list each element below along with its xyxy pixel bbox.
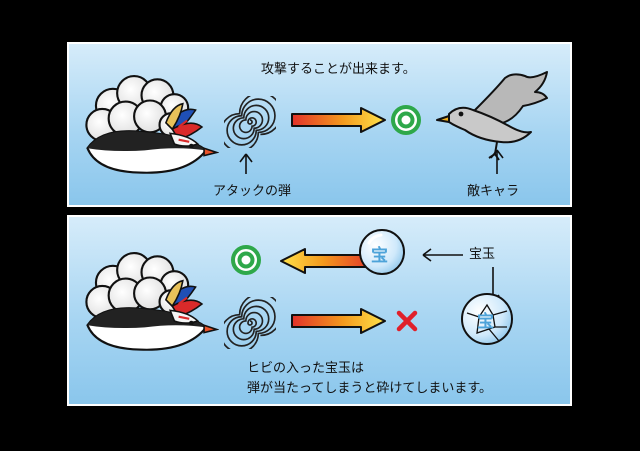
gem-orb-icon [359, 229, 405, 275]
spiral-bullet-icon [224, 96, 276, 148]
pointer-up-arrow-icon [490, 149, 504, 174]
circle-ok-icon [391, 105, 421, 135]
gem-glyph: 宝 [371, 246, 388, 266]
gem-panel: 宝 宝玉 宝 ヒビの入った宝玉は 弾が当たってしまうと砕けてしまいます。 [67, 215, 572, 406]
cross-fail-icon [396, 310, 418, 332]
gem-caption-line2: 弾が当たってしまうと砕けてしまいます。 [247, 381, 493, 396]
cracked-gem-glyph: 宝 [477, 312, 494, 332]
attack-caption: 攻撃することが出来ます。 [261, 62, 416, 77]
arrow-left-icon [280, 248, 375, 274]
cracked-gem-icon [461, 293, 513, 345]
gray-bird-icon [436, 71, 548, 161]
arrow-right-icon [291, 107, 386, 133]
gem-label: 宝玉 [469, 247, 496, 262]
enemy-label: 敵キャラ [467, 184, 520, 199]
penguin-character-icon [85, 75, 218, 174]
circle-ok-icon [231, 245, 261, 275]
penguin-character-icon [85, 252, 218, 351]
spiral-bullet-icon [224, 297, 276, 349]
pointer-up-arrow-icon [239, 153, 253, 174]
gem-caption-line1: ヒビの入った宝玉は [247, 361, 365, 376]
pointer-left-arrow-icon [422, 248, 463, 262]
arrow-right-icon [291, 308, 386, 334]
bullet-label: アタックの弾 [213, 184, 292, 199]
attack-panel: 攻撃することが出来ます。 アタックの弾 敵キャラ [67, 42, 572, 207]
